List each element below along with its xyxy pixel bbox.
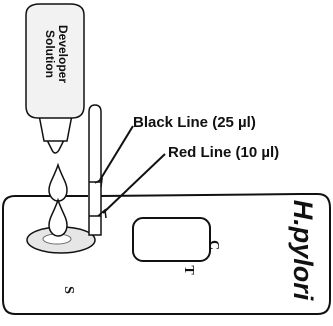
- black-line-label: Black Line (25 µl): [133, 114, 256, 131]
- callout-lines: [94, 125, 166, 219]
- sample-mark: S: [61, 286, 76, 294]
- bottle-label-line1: Developer: [56, 25, 70, 83]
- result-window: [132, 217, 211, 262]
- control-mark: C: [206, 240, 221, 250]
- drop-2: [48, 197, 68, 237]
- red-line-label: Red Line (10 µl): [168, 144, 279, 161]
- bottle-label-line2: Solution: [43, 30, 57, 78]
- developer-bottle: [25, 3, 85, 154]
- test-mark: T: [181, 265, 196, 275]
- drop-1: [48, 162, 68, 202]
- brand-title: H.pylori: [288, 200, 318, 301]
